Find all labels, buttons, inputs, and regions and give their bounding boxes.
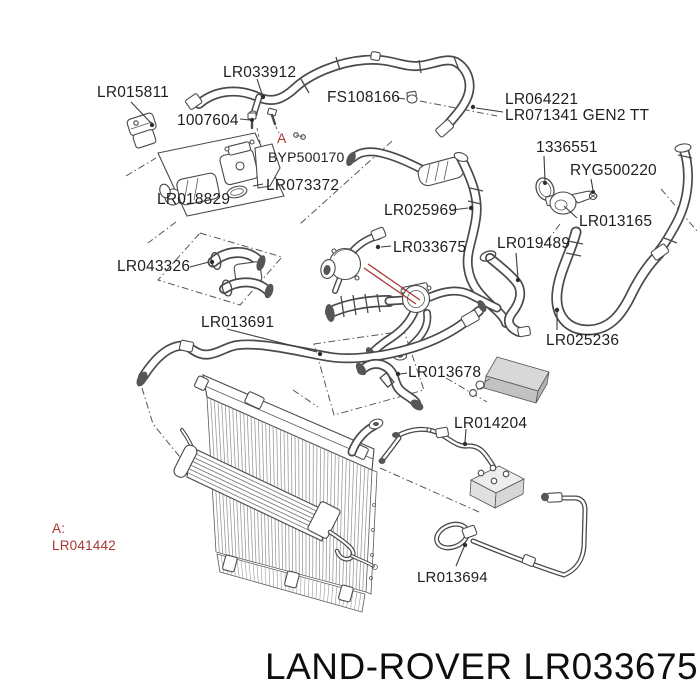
part-label-lr013694: LR013694 (417, 569, 488, 586)
part-label-lr013165: LR013165 (579, 213, 653, 230)
radiator-fins (210, 398, 369, 592)
part-label-byp500170: BYP500170 (268, 149, 345, 165)
footer-title: LAND-ROVER LR033675 (265, 646, 699, 687)
radiator-outlet-elbow (352, 418, 384, 452)
lr013165-outlet-group (535, 177, 599, 215)
lr013165-body (549, 191, 577, 215)
engine-oil-cooler (469, 356, 550, 404)
part-label-ryg500220: RYG500220 (570, 162, 657, 179)
marker-a: A (277, 130, 287, 146)
red-note-part: LR041442 (52, 538, 116, 553)
pump-assembly-box (157, 132, 285, 217)
red-note-prefix: A: (52, 521, 66, 536)
part-label-lr073372: LR073372 (266, 177, 340, 194)
red-pointer-lines (363, 263, 421, 305)
part-label-fs108166: FS108166 (327, 89, 401, 106)
label-leaders (130, 78, 595, 567)
fs108166-plug (406, 90, 418, 104)
lr033675-thermostat-housing (320, 226, 387, 291)
part-label-1007604: 1007604 (177, 112, 239, 129)
part-label-lr018829: LR018829 (157, 191, 231, 208)
part-label-lr014204: LR014204 (454, 415, 528, 432)
part-label-lr033675: LR033675 (393, 239, 467, 256)
radiator (173, 374, 384, 613)
lr015811-bracket (126, 112, 157, 149)
lr043326-elbows (210, 252, 274, 299)
lr014204-pipe (378, 426, 497, 492)
center-hose-cluster (320, 151, 506, 361)
lr025236-hose (557, 143, 692, 330)
part-label-lr019489: LR019489 (497, 235, 571, 252)
part-label-lr043326: LR043326 (117, 258, 191, 275)
part-label-lr025969: LR025969 (384, 202, 458, 219)
lr013691-hose (136, 300, 487, 387)
part-label-lr033912: LR033912 (223, 64, 297, 81)
top-hose-assembly (185, 51, 470, 138)
part-label-lr025236: LR025236 (546, 332, 620, 349)
part-label-lr013678: LR013678 (408, 364, 482, 381)
lr013678-hose (355, 361, 424, 411)
part-label-1336551: 1336551 (536, 139, 598, 156)
lr013694-pipe (434, 492, 585, 575)
lr019489-hose (479, 250, 532, 338)
radiator-oil-cooler-coil (173, 444, 378, 570)
mounting-bracket (469, 464, 525, 509)
part-label-lr064221: LR064221 (505, 91, 579, 108)
part-label-lr015811: LR015811 (97, 84, 169, 101)
part-label-lr013691: LR013691 (201, 314, 275, 331)
part-label-lr071341: LR071341 GEN2 TT (505, 107, 650, 124)
